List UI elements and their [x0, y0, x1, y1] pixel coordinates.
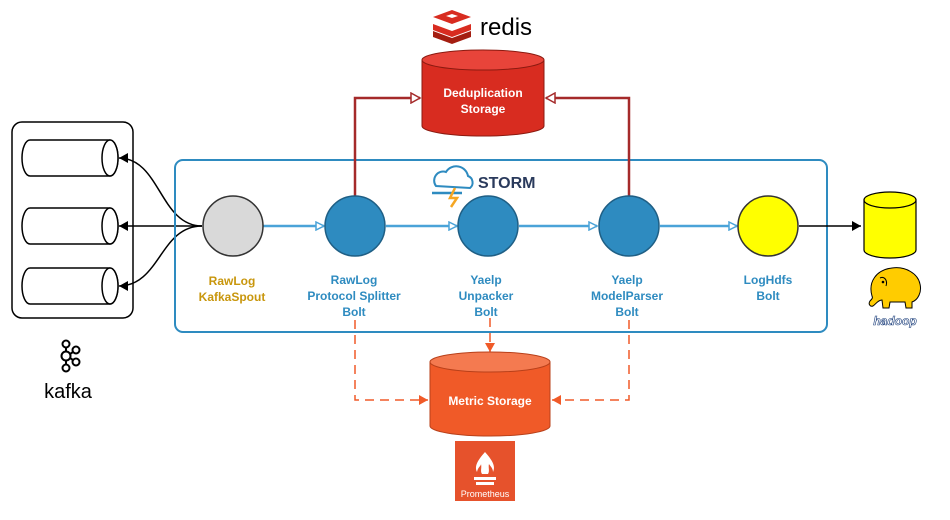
- splitter-label-line2: Protocol Splitter: [307, 289, 401, 303]
- unpacker-bolt-node: [457, 195, 519, 257]
- prometheus-icon: Prometheus: [455, 441, 515, 501]
- storm-label: STORM: [478, 175, 535, 192]
- kafka-icon: [60, 339, 81, 373]
- kafka-topics-box: [11, 121, 134, 319]
- protocol-splitter-bolt-node: [324, 195, 386, 257]
- rawlog-kafka-spout-node: [202, 195, 264, 257]
- parser-label: Yaelp ModelParser Bolt: [591, 273, 663, 319]
- splitter-label-line1: RawLog: [331, 273, 378, 287]
- parser-label-line1: Yaelp: [611, 273, 642, 287]
- hadoop-elephant-icon: [868, 267, 921, 309]
- kafka-topic-cylinder: [21, 139, 119, 177]
- redis-label: redis: [480, 14, 532, 41]
- unpacker-label-line3: Bolt: [474, 305, 497, 319]
- metric-storage: Metric Storage: [429, 351, 551, 437]
- redis-icon: [433, 10, 471, 44]
- unpacker-label-line1: Yaelp: [470, 273, 501, 287]
- metric-storage-label: Metric Storage: [448, 394, 532, 408]
- loghdfs-bolt-node: [737, 195, 799, 257]
- kafka-read-arrows: [118, 153, 203, 291]
- hdfs-label: LogHdfs Bolt: [744, 273, 793, 303]
- storm-topology-box: [174, 159, 828, 333]
- parser-label-line2: ModelParser: [591, 289, 663, 303]
- dedup-flow-arrows: [353, 98, 631, 196]
- unpacker-label: Yaelp Unpacker Bolt: [459, 273, 514, 319]
- spout-label: RawLog KafkaSpout: [199, 274, 266, 304]
- prometheus-label: Prometheus: [461, 489, 510, 499]
- kafka-label: kafka: [44, 381, 93, 403]
- hdfs-label-line2: Bolt: [756, 289, 779, 303]
- spout-label-line2: KafkaSpout: [199, 290, 266, 304]
- parser-label-line3: Bolt: [615, 305, 638, 319]
- hdfs-label-line1: LogHdfs: [744, 273, 793, 287]
- metric-flow-arrows: [354, 318, 630, 405]
- deduplication-storage: Deduplication Storage: [421, 49, 545, 137]
- kafka-topic-cylinder: [21, 207, 119, 245]
- dedup-label-line1: Deduplication: [443, 86, 522, 100]
- spout-label-line1: RawLog: [209, 274, 256, 288]
- unpacker-label-line2: Unpacker: [459, 289, 514, 303]
- storm-cloud-icon: [432, 165, 474, 208]
- modelparser-bolt-node: [598, 195, 660, 257]
- splitter-label: RawLog Protocol Splitter Bolt: [307, 273, 401, 319]
- kafka-topic-cylinder: [21, 267, 119, 305]
- hadoop-storage-cylinder: [863, 191, 917, 259]
- dedup-label-line2: Storage: [461, 102, 506, 116]
- hadoop-label: hadoop: [873, 314, 916, 328]
- splitter-label-line3: Bolt: [342, 305, 365, 319]
